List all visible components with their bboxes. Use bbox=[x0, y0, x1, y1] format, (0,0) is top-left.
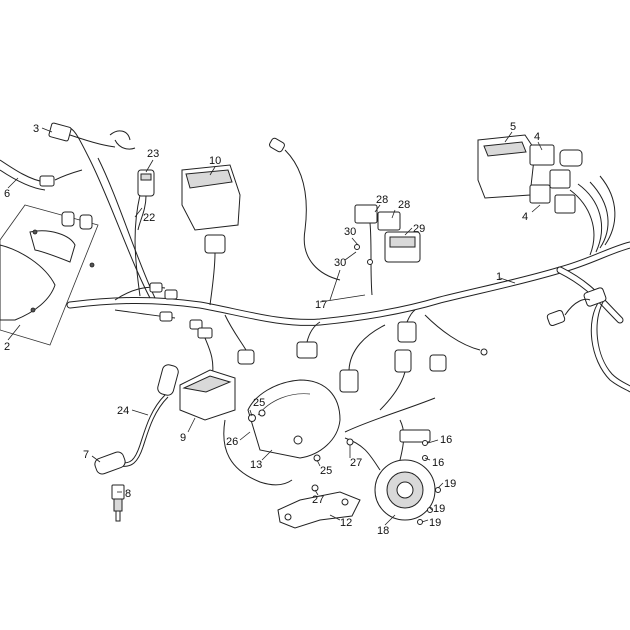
spark-plug-cap-7 bbox=[94, 451, 126, 475]
callout-13: 13 bbox=[250, 459, 262, 471]
callout-25a: 25 bbox=[253, 397, 265, 409]
ignition-coil-9 bbox=[157, 364, 236, 421]
main-wiring-harness bbox=[66, 127, 630, 393]
callout-labels: 1 2 3 4 4 5 6 7 8 9 10 12 13 16 16 17 18… bbox=[4, 121, 540, 537]
ht-lead-24 bbox=[119, 394, 169, 467]
callout-30a: 30 bbox=[344, 226, 356, 238]
cover-13 bbox=[223, 379, 341, 486]
screws bbox=[248, 244, 441, 525]
callout-12: 12 bbox=[340, 517, 352, 529]
callout-25b: 25 bbox=[320, 465, 332, 477]
callout-2: 2 bbox=[4, 341, 10, 353]
callout-5: 5 bbox=[510, 121, 516, 133]
callout-28b: 28 bbox=[398, 199, 410, 211]
callout-6: 6 bbox=[4, 188, 10, 200]
callout-26: 26 bbox=[226, 436, 238, 448]
callout-3: 3 bbox=[33, 123, 39, 135]
sensor-23 bbox=[137, 169, 155, 231]
callout-19a: 19 bbox=[444, 478, 456, 490]
callout-4a: 4 bbox=[534, 131, 540, 143]
callout-16a: 16 bbox=[440, 434, 452, 446]
left-branch-connectors bbox=[114, 282, 214, 381]
callout-29: 29 bbox=[413, 223, 425, 235]
relays-4 bbox=[529, 144, 583, 214]
callout-30b: 30 bbox=[334, 257, 346, 269]
wire-6 bbox=[0, 159, 83, 191]
callout-23: 23 bbox=[147, 148, 159, 160]
callout-19c: 19 bbox=[429, 517, 441, 529]
callout-19b: 19 bbox=[433, 503, 445, 515]
callout-17: 17 bbox=[315, 299, 327, 311]
right-connectors bbox=[546, 287, 607, 327]
callout-8: 8 bbox=[125, 488, 131, 500]
bracket-12 bbox=[277, 491, 361, 529]
top-connector-plug bbox=[269, 137, 341, 281]
relay-cluster-28-29 bbox=[354, 204, 421, 296]
stator-18 bbox=[344, 397, 436, 521]
headlight-bracket-assembly bbox=[0, 204, 99, 346]
callout-4b: 4 bbox=[522, 211, 528, 223]
callout-27b: 27 bbox=[312, 494, 324, 506]
callout-1: 1 bbox=[496, 271, 502, 283]
spark-plug-8 bbox=[111, 484, 125, 522]
callout-28a: 28 bbox=[376, 194, 388, 206]
callout-16b: 16 bbox=[432, 457, 444, 469]
callout-24: 24 bbox=[117, 405, 129, 417]
callout-18: 18 bbox=[377, 525, 389, 537]
callout-22: 22 bbox=[143, 212, 155, 224]
ignition-module-10 bbox=[181, 164, 241, 306]
callout-7: 7 bbox=[83, 449, 89, 461]
callout-27a: 27 bbox=[350, 457, 362, 469]
callout-9: 9 bbox=[180, 432, 186, 444]
callout-10: 10 bbox=[209, 155, 221, 167]
center-connectors bbox=[224, 309, 488, 411]
connector-3 bbox=[48, 122, 136, 150]
fuse-box-5 bbox=[477, 134, 536, 199]
leader-lines bbox=[7, 127, 543, 526]
